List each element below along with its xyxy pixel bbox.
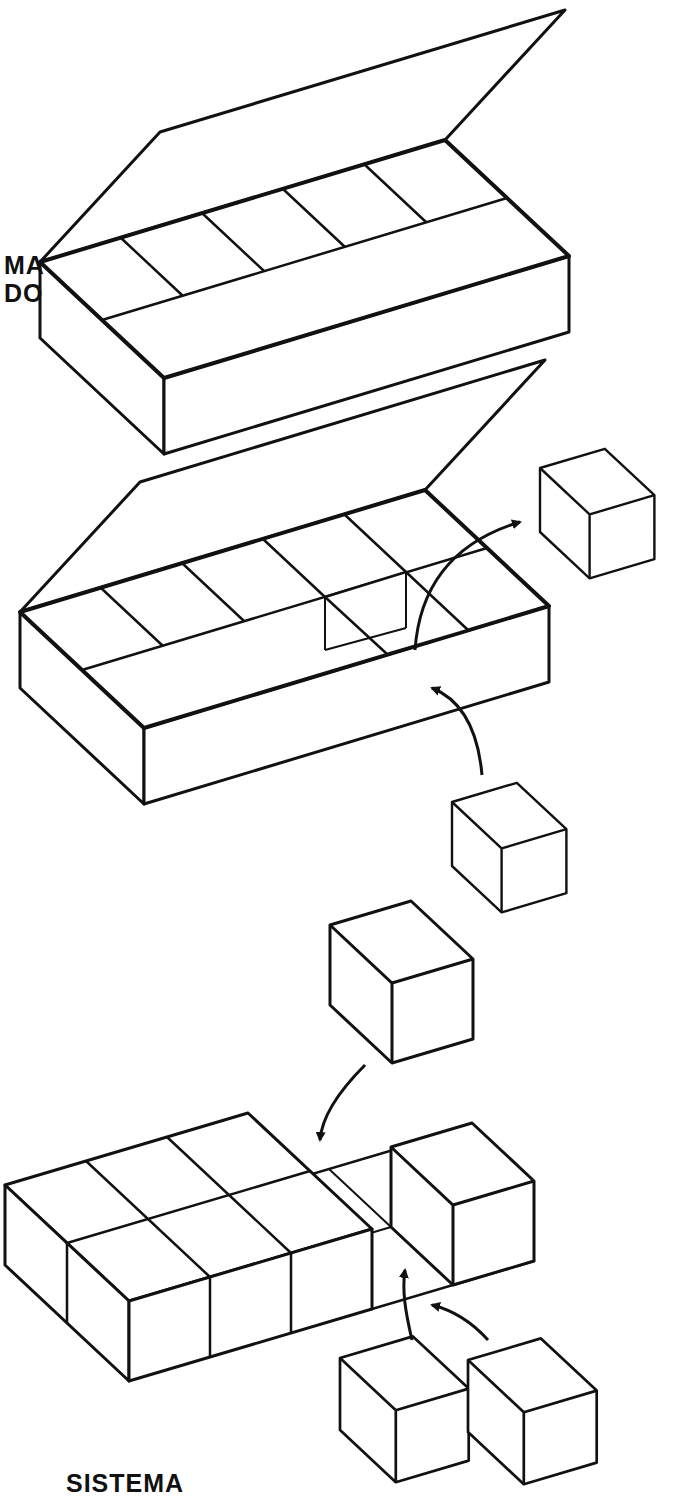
system-label: SISTEMA bbox=[66, 1470, 184, 1496]
cube-block bbox=[5, 1113, 534, 1381]
system-label: MA bbox=[4, 252, 45, 278]
open-box bbox=[20, 360, 549, 804]
system-label: DO bbox=[4, 280, 44, 306]
